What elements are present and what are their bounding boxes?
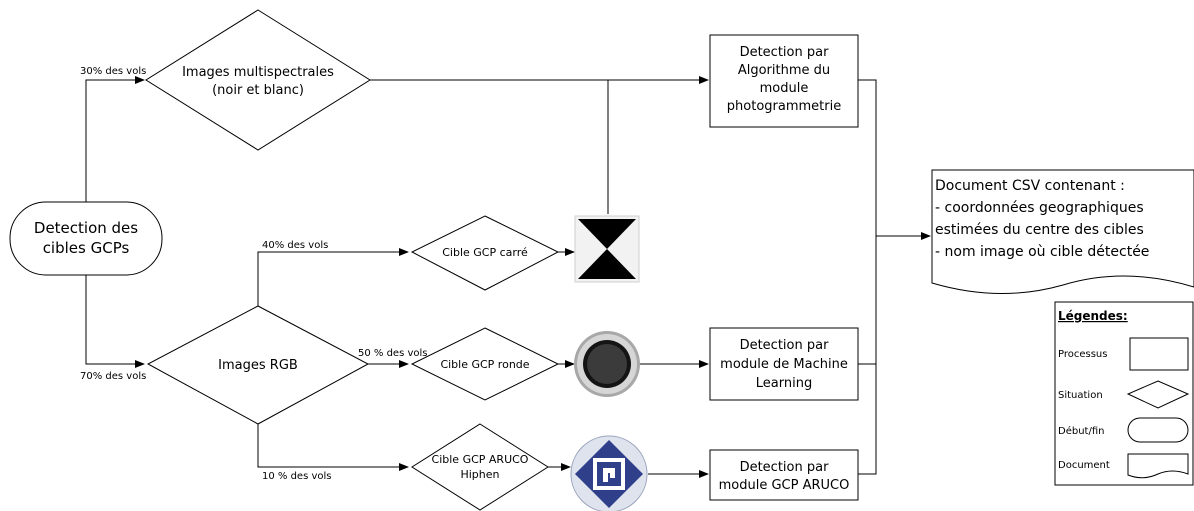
legend-document-label: Document [1058,460,1110,471]
legend-decision-label: Situation [1058,390,1103,401]
aruco-target-line-2: Hiphen [460,468,499,481]
square-target-decision: Cible GCP carré [410,215,560,291]
output-line-1: Document CSV contenant : [935,178,1125,194]
ml-line-3: Learning [756,376,812,391]
multispectral-line-1: Images multispectrales [182,65,334,80]
start-node-line-1: Detection des [34,219,138,237]
edge-start-to-multispectral [85,76,145,202]
edge-ml-to-output [858,236,877,365]
legend-title: Légendes: [1058,309,1128,323]
output-line-2: - coordonnées geographiques [935,200,1144,216]
photogrammetry-process: Detection par Algorithme du module photo… [709,34,859,128]
start-node: Detection des cibles GCPs [9,201,163,276]
ml-line-2: module de Machine [720,357,848,372]
output-line-3: estimées du centre des cibles [935,222,1144,238]
multispectral-line-2: (noir et blanc) [212,83,304,98]
ml-line-1: Detection par [740,338,830,353]
output-document: Document CSV contenant : - coordonnées g… [931,169,1194,294]
photogrammetry-line-2: Algorithme du [738,63,830,78]
ml-process: Detection par module de Machine Learning [709,327,859,401]
aruco-target-image [570,435,648,511]
legend-process-label: Processus [1058,349,1107,360]
square-target-image [574,215,640,283]
edge-label-rgb: 70% des vols [80,371,146,382]
aruco-target-decision: Cible GCP ARUCO Hiphen [411,423,549,511]
rgb-decision: Images RGB [146,305,370,425]
edge-label-multispectral: 30% des vols [80,66,146,77]
multispectral-decision: Images multispectrales (noir et blanc) [145,9,371,151]
aruco-process: Detection par module GCP ARUCO [709,449,859,501]
photogrammetry-line-1: Detection par [740,45,830,60]
legend-terminal-symbol [1127,417,1189,443]
edge-rgb-to-square [257,248,409,306]
legend-terminal-label: Début/fin [1058,425,1104,437]
edge-photogrammetry-to-output [858,79,877,236]
rgb-line-1: Images RGB [218,358,298,373]
edge-label-aruco: 10 % des vols [262,471,332,482]
round-target-image [574,331,640,397]
output-line-4: - nom image où cible détectée [935,244,1149,260]
aruco-target-line-1: Cible GCP ARUCO [432,453,529,466]
edge-label-square: 40% des vols [262,240,328,251]
square-target-line-1: Cible GCP carré [442,246,528,259]
round-target-decision: Cible GCP ronde [410,327,560,401]
legend: Légendes: Processus Situation Début/fin … [1054,301,1194,486]
legend-document-symbol [1127,453,1189,479]
legend-process-symbol [1129,337,1189,371]
aruco-process-line-2: module GCP ARUCO [719,478,850,493]
legend-decision-symbol [1126,380,1190,409]
edge-rgb-to-aruco [257,424,409,471]
edge-start-to-rgb [85,275,145,368]
photogrammetry-line-4: photogrammetrie [727,99,841,114]
edge-label-round: 50 % des vols [358,348,428,359]
aruco-process-line-1: Detection par [740,460,830,475]
photogrammetry-line-3: module [760,81,809,96]
round-target-line-1: Cible GCP ronde [440,358,529,371]
start-node-line-2: cibles GCPs [43,239,130,257]
edge-aruco-process-to-output [858,364,877,475]
